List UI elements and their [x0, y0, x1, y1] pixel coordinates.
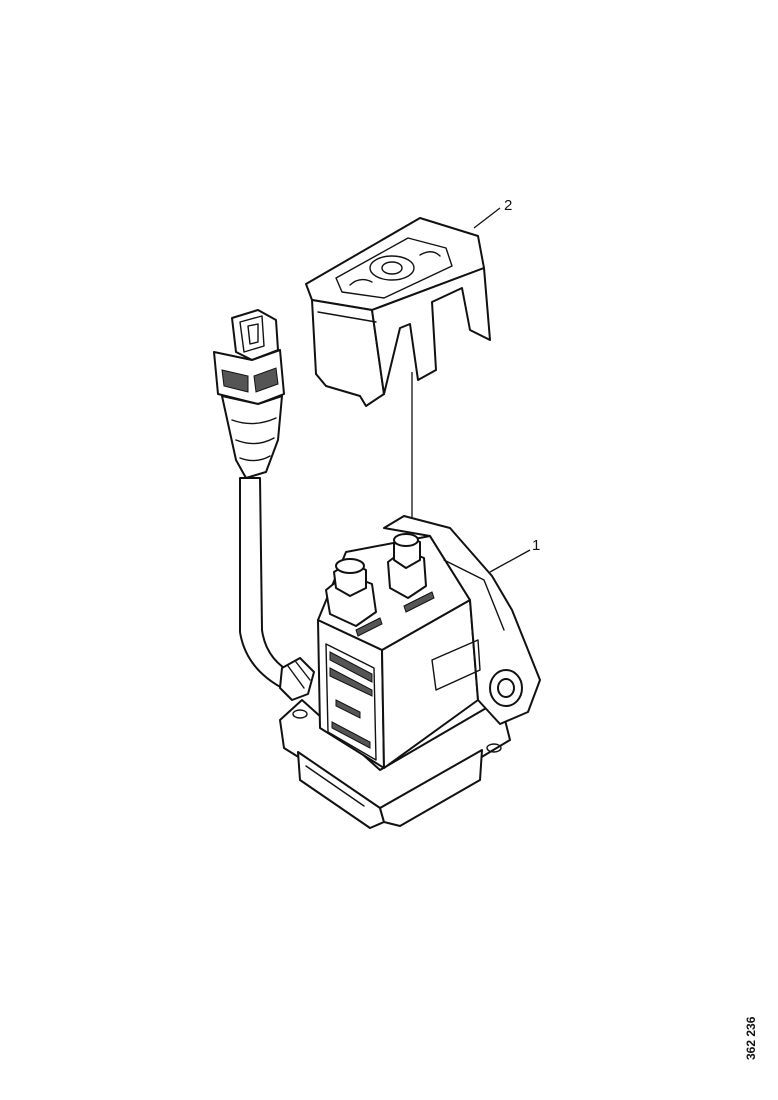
callout-label-1: 1 — [532, 537, 540, 554]
callout-1: 1 — [489, 537, 540, 573]
battery-main-switch — [279, 515, 541, 829]
cable-connector — [213, 309, 315, 701]
protective-cover — [305, 217, 491, 407]
drawing-number: 362 236 — [744, 1016, 758, 1060]
callout-2: 2 — [473, 197, 512, 229]
callout-label-2: 2 — [504, 197, 512, 214]
